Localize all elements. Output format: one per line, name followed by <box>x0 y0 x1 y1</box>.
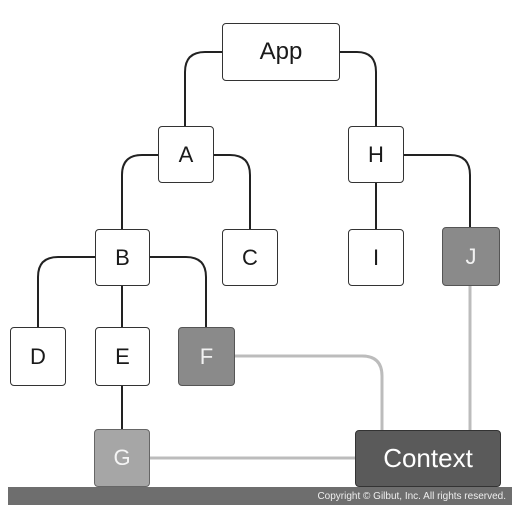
edge-a-b <box>121 154 159 230</box>
copyright-text: Copyright © Gilbut, Inc. All rights rese… <box>317 490 506 502</box>
node-e: E <box>95 327 150 386</box>
edge-b-d <box>37 256 96 328</box>
edge-b-f <box>149 256 207 328</box>
context-link-f <box>233 354 384 432</box>
node-h: H <box>348 126 404 183</box>
edge-app-a <box>184 51 223 127</box>
node-b: B <box>95 229 150 286</box>
node-f: F <box>178 327 235 386</box>
copyright-footer: Copyright © Gilbut, Inc. All rights rese… <box>8 487 512 505</box>
edge-app-h <box>339 51 377 127</box>
node-app: App <box>222 23 340 81</box>
node-j: J <box>442 227 500 286</box>
node-i: I <box>348 229 404 286</box>
edge-a-c <box>213 154 251 230</box>
node-g: G <box>94 429 150 487</box>
node-context: Context <box>355 430 501 487</box>
node-a: A <box>158 126 214 183</box>
node-d: D <box>10 327 66 386</box>
node-c: C <box>222 229 278 286</box>
edge-h-j <box>403 154 471 228</box>
